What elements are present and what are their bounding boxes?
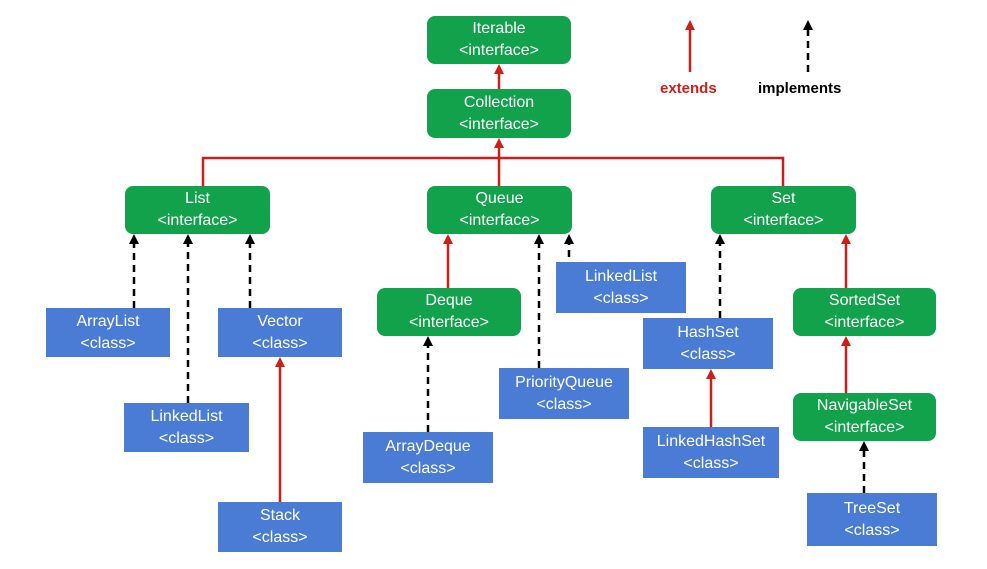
node-name: Deque xyxy=(425,292,473,309)
node-type: <class> xyxy=(252,334,308,352)
node-type: <interface> xyxy=(458,115,540,133)
edge-treeset-navigableset-head xyxy=(859,441,869,451)
node-name: LinkedList xyxy=(150,407,223,425)
edge-vector-list-head xyxy=(245,234,255,244)
node-name: Collection xyxy=(463,93,535,111)
node-deque: Deque <interface> xyxy=(377,288,521,336)
node-priorityqueue: PriorityQueue <class> xyxy=(499,368,629,419)
node-set: Set <interface> xyxy=(711,186,856,234)
node-name: Queue xyxy=(475,190,524,207)
node-stack: Stack <class> xyxy=(218,502,342,552)
node-name: TreeSet xyxy=(843,499,901,517)
node-name: ArrayList xyxy=(76,312,140,330)
edge-navigableset-sortedset-head xyxy=(841,336,851,346)
node-type: <interface> xyxy=(458,42,540,59)
edge-sortedset-set-head xyxy=(841,234,851,244)
edge-priorityqueue-queue-head xyxy=(534,234,544,244)
node-name: SortedSet xyxy=(828,292,901,309)
node-queue: Queue <interface> xyxy=(427,186,572,234)
node-name: PriorityQueue xyxy=(515,373,613,391)
edge-bracket-left xyxy=(201,156,499,186)
edge-stack-vector-head xyxy=(275,357,285,367)
edge-linkedlist-queue-head xyxy=(564,234,574,244)
node-navigableset: NavigableSet <interface> xyxy=(793,393,936,441)
node-name: Iterable xyxy=(472,20,526,37)
node-type: <interface> xyxy=(459,212,540,229)
node-name: HashSet xyxy=(677,323,739,341)
node-type: <class> xyxy=(680,345,736,363)
node-vector: Vector <class> xyxy=(218,308,342,357)
edge-to-collection-head xyxy=(494,138,504,148)
edge-collection-iterable-head xyxy=(494,64,504,74)
node-sortedset: SortedSet <interface> xyxy=(793,288,936,336)
edge-bracket-right xyxy=(499,156,785,186)
node-list: List <interface> xyxy=(125,186,270,234)
legend-implements-label: implements xyxy=(758,80,842,97)
node-type: <interface> xyxy=(824,419,905,436)
node-name: Stack xyxy=(259,507,300,524)
node-linkedlist-queue: LinkedList <class> xyxy=(556,262,686,313)
node-name: LinkedList xyxy=(584,267,658,285)
node-hashset: HashSet <class> xyxy=(643,318,773,369)
node-linkedlist-list: LinkedList <class> xyxy=(124,403,249,452)
edge-deque-queue-head xyxy=(443,234,453,244)
node-name: List xyxy=(185,190,210,207)
node-iterable: Iterable <interface> xyxy=(427,16,571,64)
legend-implements-arrowhead xyxy=(803,20,813,30)
node-arraydeque: ArrayDeque <class> xyxy=(363,432,493,483)
node-name: LinkedHashSet xyxy=(656,432,766,450)
node-type: <interface> xyxy=(157,212,238,229)
edge-linkedhashset-hashset-head xyxy=(706,369,716,379)
node-arraylist: ArrayList <class> xyxy=(46,308,170,357)
node-type: <class> xyxy=(252,529,308,546)
node-type: <interface> xyxy=(824,314,905,331)
edge-arraylist-list-head xyxy=(129,234,139,244)
node-type: <class> xyxy=(400,459,456,477)
node-collection: Collection <interface> xyxy=(427,89,571,138)
edge-hashset-set-head xyxy=(715,234,725,244)
node-linkedhashset: LinkedHashSet <class> xyxy=(643,427,779,478)
node-type: <class> xyxy=(80,334,136,352)
node-name: ArrayDeque xyxy=(385,437,471,455)
node-type: <class> xyxy=(593,289,649,307)
node-type: <interface> xyxy=(743,212,824,229)
legend-extends-label: extends xyxy=(660,80,717,97)
edge-arraydeque-deque-head xyxy=(423,336,433,346)
node-type: <class> xyxy=(844,521,900,539)
node-type: <interface> xyxy=(408,314,490,331)
node-treeset: TreeSet <class> xyxy=(807,493,937,546)
node-name: Vector xyxy=(257,312,303,330)
node-type: <class> xyxy=(536,395,592,413)
node-type: <class> xyxy=(683,454,739,472)
node-name: Set xyxy=(771,190,796,207)
legend-extends-arrowhead xyxy=(685,20,695,30)
node-name: NavigableSet xyxy=(816,397,913,414)
edge-linkedlist-list-head xyxy=(183,234,193,244)
node-type: <class> xyxy=(158,429,215,447)
